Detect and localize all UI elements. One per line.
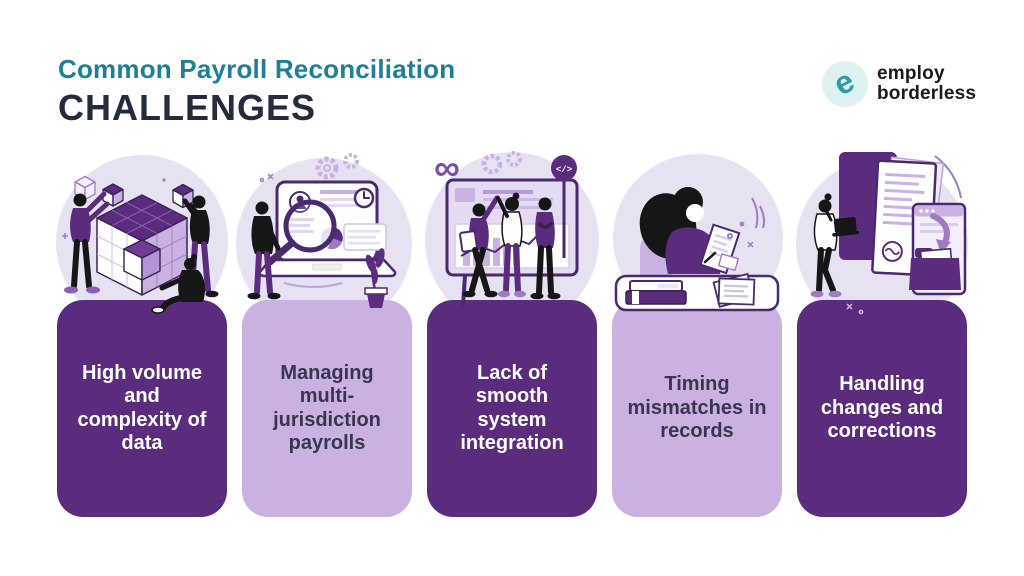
person-figure [496,192,526,298]
sparkle-icon [62,178,166,239]
gear-icon [481,151,522,175]
stamp-icon [881,240,903,262]
title-subline: Common Payroll Reconciliation [58,54,456,84]
person-figure [247,201,281,300]
illustration-corrections-folder [810,152,967,315]
flying-paper-icon [717,253,740,272]
person-figure [64,191,110,294]
sparkle-icon [846,303,864,315]
illustration-devops-dashboard: ∞ [434,147,579,307]
logo-e-icon: e [822,61,868,107]
illustration-reviewing-records [614,187,780,312]
illustration-magnifier-laptop [247,153,397,308]
folder-icon [909,247,961,290]
pen-icon [703,251,717,264]
challenge-card-label: Handling changes and corrections [820,373,944,443]
svg-text:</>: </> [556,165,572,175]
sparkle-icon [259,173,274,183]
person-figure [459,195,500,298]
challenge-card-5: Handling changes and corrections [797,300,967,517]
gear-icon [315,153,359,180]
plant-icon [364,248,388,308]
challenge-card-4: Timing mismatches in records [612,300,782,517]
challenge-card-3: Lack of smooth system integration [427,300,597,517]
challenge-card-label: Timing mismatches in records [627,373,767,443]
person-figure [810,193,860,298]
person-figure [530,197,561,300]
logo-word-borderless: borderless [877,83,977,104]
books-icon [625,280,687,305]
challenge-card-1: High volume and complexity of data [57,300,227,517]
swoosh-line [934,155,962,199]
person-figure [639,187,721,274]
magnifier-icon [266,199,337,266]
challenge-card-label: Lack of smooth system integration [460,361,564,455]
title-mainline: CHALLENGES [58,87,317,128]
page-title: Common Payroll Reconciliation CHALLENGES [58,54,455,129]
challenge-card-label: Managing multi- jurisdiction payrolls [273,361,381,455]
clock-icon [353,187,375,209]
employ-borderless-logo: e employ borderless [822,61,976,107]
person-figure [151,254,206,314]
laptop-icon [258,180,397,278]
speed-lines [727,197,765,248]
challenge-card-label: High volume and complexity of data [77,361,207,455]
note-card-icon [343,223,387,251]
code-icon: </> [551,155,577,258]
logo-word-employ: employ [877,63,945,84]
swoosh-line [283,282,343,288]
logo-wordmark: employ borderless [877,64,976,104]
paper-stack-icon [712,272,756,308]
illustration-cube-blocks [62,175,219,314]
big-cube-icon [96,194,188,296]
desk [614,272,780,312]
challenge-card-2: Managing multi- jurisdiction payrolls [242,300,412,517]
